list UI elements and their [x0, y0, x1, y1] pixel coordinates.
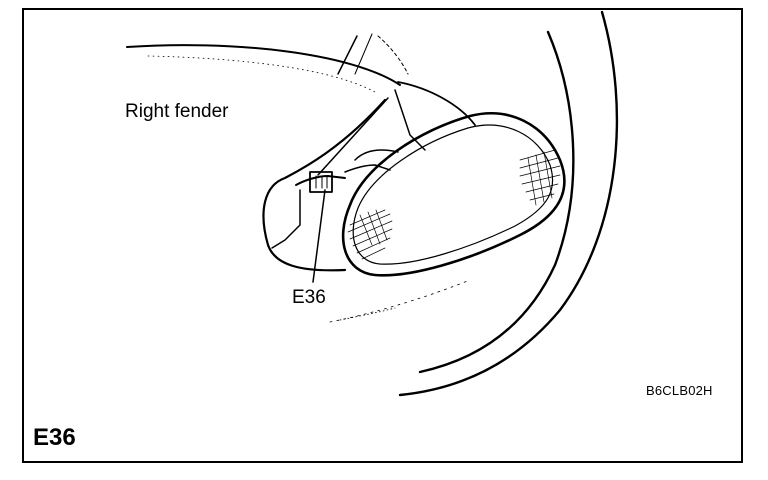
lamp-lens-outline: [341, 112, 566, 277]
fender-contour: [397, 81, 476, 126]
pillar-line-3: [377, 35, 409, 75]
fender-arch-outer: [418, 30, 575, 374]
fender-arch-rear: [398, 10, 619, 397]
diagram-frame: [22, 8, 743, 463]
lamp-lens-inner: [352, 124, 554, 265]
lamp-recess: [262, 98, 387, 272]
socket-base: [354, 149, 399, 161]
socket-neck: [344, 164, 391, 173]
figure-id: E36: [33, 424, 76, 451]
fender-contour-2: [394, 89, 426, 151]
hood-edge: [126, 44, 401, 86]
pillar-line-1: [337, 35, 358, 75]
fender-lower-edge: [329, 279, 471, 323]
pillar-line-2: [354, 33, 373, 75]
connector-clip: [315, 175, 328, 189]
wire-harness: [295, 175, 346, 186]
fender-stipple: [339, 307, 396, 321]
lamp-recess-top: [317, 97, 389, 176]
lens-hatching-right: [519, 149, 561, 206]
right-fender-label: Right fender: [125, 101, 229, 122]
connector-callout-label: E36: [292, 287, 326, 308]
lens-hatching-left: [347, 209, 393, 260]
hood-inner-edge: [147, 55, 376, 93]
figure-code: B6CLB02H: [646, 383, 713, 398]
lamp-recess-inner: [271, 189, 301, 249]
connector-body: [309, 171, 333, 193]
connector-leader: [312, 189, 326, 283]
